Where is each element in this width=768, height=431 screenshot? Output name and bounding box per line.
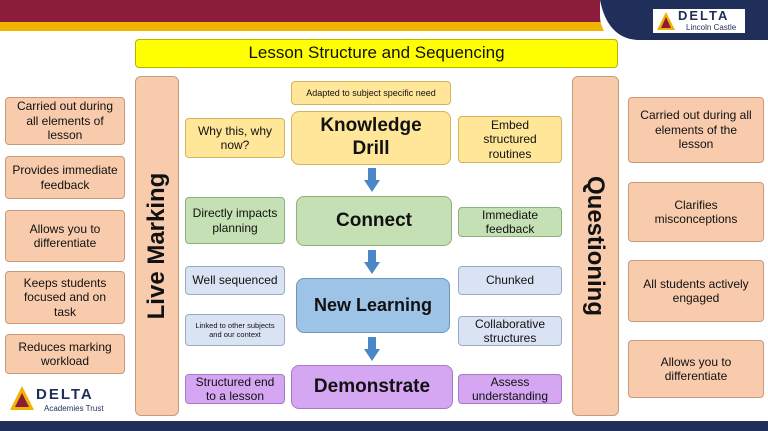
stage-knowledge-drill: Knowledge Drill — [291, 111, 451, 165]
stage-new-learning: New Learning — [296, 278, 450, 333]
stage-right-note-4: Collaborative structures — [458, 316, 562, 346]
delta-triangle-icon — [657, 12, 675, 30]
page-title: Lesson Structure and Sequencing — [135, 39, 618, 68]
live-marking-label: Live Marking — [143, 172, 170, 320]
delta-triangle-icon — [10, 386, 34, 410]
questioning-panel — [572, 76, 619, 416]
logo-top-name: DELTA — [678, 8, 730, 23]
logo-top-sub: Lincoln Castle — [686, 23, 737, 32]
logo-bottom-sub: Academies Trust — [44, 404, 104, 413]
header-gold-bar — [0, 22, 768, 31]
stage-right-note-5: Assess understanding — [458, 374, 562, 404]
stage-left-note-4: Linked to other subjects and our context — [185, 314, 285, 346]
questioning-label: Questioning — [582, 176, 609, 316]
arrow-down-icon — [364, 168, 380, 192]
header-maroon-bar — [0, 0, 768, 22]
stage-left-note-3: Well sequenced — [185, 266, 285, 295]
left-item-1: Carried out during all elements of lesso… — [5, 97, 125, 145]
right-item-1: Carried out during all elements of the l… — [628, 97, 764, 163]
left-item-3: Allows you to differentiate — [5, 210, 125, 262]
stage-right-note-2: Immediate feedback — [458, 207, 562, 237]
right-item-3: All students actively engaged — [628, 260, 764, 322]
footer-bar — [0, 421, 768, 431]
stage-left-note-2: Directly impacts planning — [185, 197, 285, 244]
left-item-5: Reduces marking workload — [5, 334, 125, 374]
header-white-line — [0, 31, 768, 35]
live-marking-panel — [135, 76, 179, 416]
top-note: Adapted to subject specific need — [291, 81, 451, 105]
stage-connect: Connect — [296, 196, 452, 246]
stage-left-note-5: Structured end to a lesson — [185, 374, 285, 404]
left-item-4: Keeps students focused and on task — [5, 271, 125, 324]
stage-right-note-1: Embed structured routines — [458, 116, 562, 163]
stage-demonstrate: Demonstrate — [291, 365, 453, 409]
left-item-2: Provides immediate feedback — [5, 156, 125, 199]
logo-bottom-name: DELTA — [36, 386, 94, 403]
stage-left-note-1: Why this, why now? — [185, 118, 285, 158]
arrow-down-icon — [364, 337, 380, 361]
right-item-2: Clarifies misconceptions — [628, 182, 764, 242]
stage-right-note-3: Chunked — [458, 266, 562, 295]
right-item-4: Allows you to differentiate — [628, 340, 764, 398]
arrow-down-icon — [364, 250, 380, 274]
